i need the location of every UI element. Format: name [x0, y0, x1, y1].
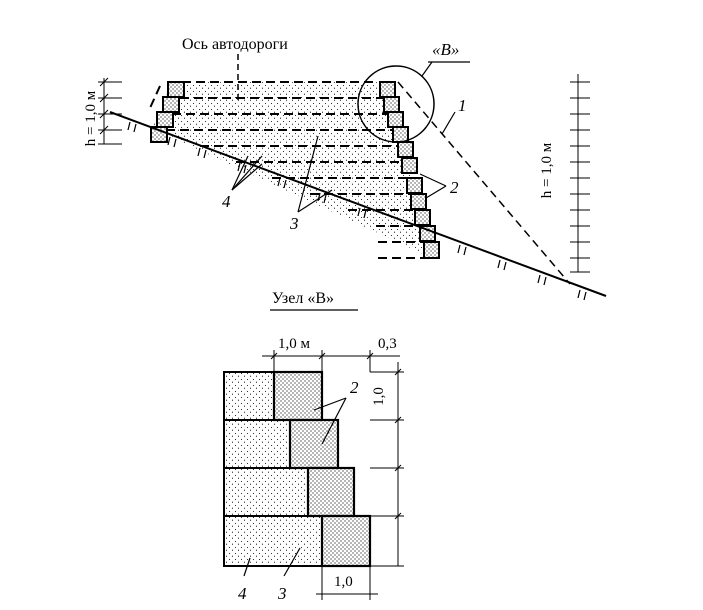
fill-layers [149, 81, 432, 259]
detail-dim-top-right: 0,3 [378, 336, 397, 352]
callout-2: 2 [450, 178, 459, 197]
node-b-leader [421, 61, 433, 77]
callout-3: 3 [290, 214, 299, 233]
detail-bottom-dimension [316, 566, 378, 600]
node-b-label: «B» [432, 40, 460, 59]
detail-dim-right: 1,0 [370, 387, 387, 406]
detail-dim-bottom: 1,0 [334, 574, 353, 590]
detail-right-dimension [370, 362, 404, 567]
left-blocks [150, 81, 185, 143]
callout-4: 4 [222, 192, 231, 211]
embankment-fill [152, 82, 432, 258]
detail-callout-4: 4 [238, 584, 247, 603]
node-b-circle [357, 65, 435, 143]
detail-callout-4-leader [243, 557, 251, 577]
detail-callout-2: 2 [350, 378, 359, 397]
detail-layer-lines [224, 419, 322, 567]
callout-3-leaders [297, 135, 333, 213]
callout-1-leader [441, 111, 456, 135]
right-h-label: h = 1,0 м [539, 142, 556, 199]
detail-callout-3-leader [283, 547, 301, 577]
left-h-label: h = 1,0 м [83, 90, 100, 147]
slope-line-1 [397, 81, 571, 285]
right-blocks [379, 81, 440, 259]
callout-2-leaders [419, 173, 447, 199]
right-h-dimension [570, 74, 590, 273]
detail-title: Узел «B» [272, 290, 334, 307]
detail-callout-2-leaders [313, 397, 347, 445]
callout-4-leaders [231, 155, 263, 191]
detail-top-dimension [262, 350, 400, 372]
ground-line [109, 111, 607, 301]
left-h-dimension [98, 77, 122, 145]
detail-callout-3: 3 [278, 584, 287, 603]
callout-1: 1 [458, 96, 467, 115]
road-axis-label: Ось автодороги [182, 36, 288, 53]
detail-dim-top-left: 1,0 м [278, 336, 310, 352]
